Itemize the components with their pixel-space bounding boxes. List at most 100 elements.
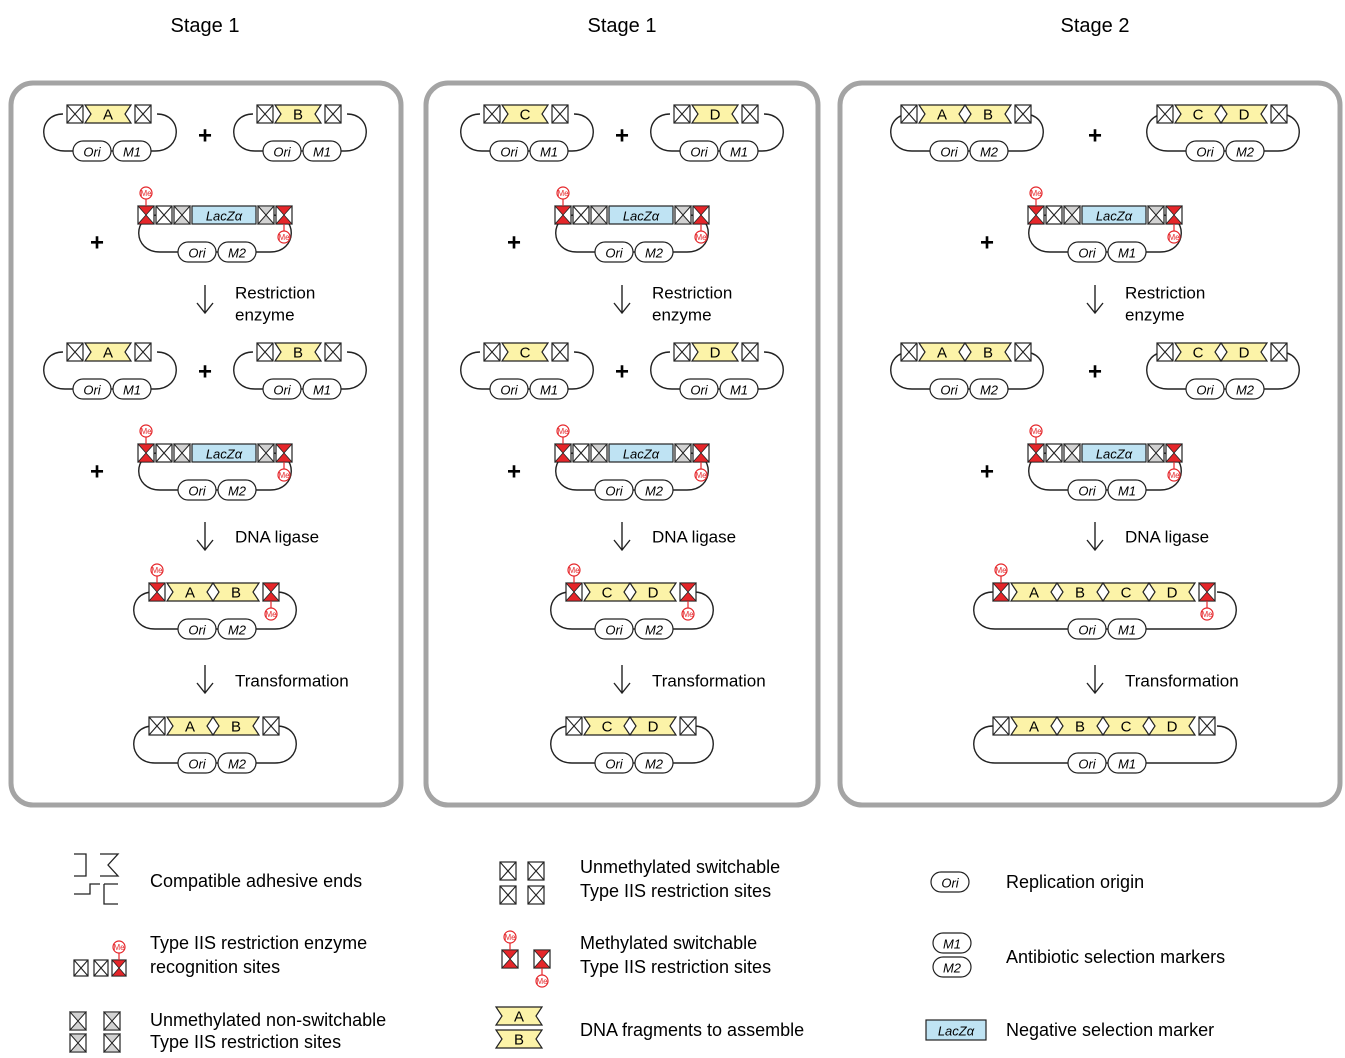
dna-fragment: C: [582, 582, 632, 602]
step-label: Transformation: [652, 672, 766, 691]
marker-label: M1: [943, 937, 961, 952]
dna-fragment: C: [1173, 104, 1223, 124]
marker-label: Ori: [500, 383, 518, 398]
marker-pill: M2: [217, 241, 257, 263]
marker-label: M2: [943, 961, 962, 976]
non-switchable-site: [1062, 443, 1082, 463]
fragment-label: B: [983, 345, 993, 362]
marker-pill: M1: [112, 140, 152, 162]
marker-pill: M2: [1225, 378, 1265, 400]
methyl-icon: [1200, 607, 1214, 621]
methyl-icon: [503, 930, 517, 944]
non-switchable-site: [589, 443, 609, 463]
methyl-label: Me: [557, 427, 569, 436]
legend-text: Type IIS restriction enzyme: [150, 933, 367, 953]
fragment-label: A: [1029, 719, 1039, 736]
site-cross: [148, 716, 166, 736]
dna-fragment: A: [917, 104, 967, 124]
dna-fragment: A: [1009, 582, 1059, 602]
dna-fragment: D: [628, 716, 678, 736]
marker-pill: M2: [1225, 140, 1265, 162]
dna-fragment: A: [83, 342, 133, 362]
dna-fragment: B: [273, 342, 323, 362]
marker-label: M2: [645, 246, 664, 261]
marker-label: M2: [228, 484, 247, 499]
marker-label: M2: [228, 246, 247, 261]
fragment-label: D: [1167, 585, 1178, 602]
site-cross: [527, 885, 545, 905]
fragment-label: C: [1121, 585, 1132, 602]
legend-text: Replication origin: [1006, 872, 1144, 892]
site-cross: [551, 104, 569, 124]
fragment-label: D: [710, 107, 721, 124]
ori-pill: Ori: [262, 378, 302, 400]
ori-pill: Ori: [1067, 752, 1107, 774]
arrow-down-icon: [196, 285, 214, 315]
marker-label: Ori: [940, 145, 958, 160]
dna-fragment: C: [582, 716, 632, 736]
marker-label: M2: [1236, 383, 1255, 398]
methyl-icon: [535, 974, 549, 988]
marker-pill: M1: [302, 140, 342, 162]
dna-fragment: A: [494, 1006, 544, 1026]
fragment-label: C: [520, 107, 531, 124]
adhesive-ends-icon: [74, 853, 120, 905]
marker-pill: M1: [1107, 618, 1147, 640]
dna-fragment: C: [500, 342, 550, 362]
marker-pill: M2: [634, 479, 674, 501]
dna-fragment: D: [628, 582, 678, 602]
lacz-legend-label: LacZα: [938, 1024, 975, 1039]
methylated-site: Me: [992, 563, 1010, 602]
non-switchable-site: [68, 1033, 88, 1053]
dna-fragment: A: [1009, 716, 1059, 736]
methylated-site: Me: [275, 205, 293, 244]
marker-pill: M1: [1107, 241, 1147, 263]
marker-label: M1: [1118, 484, 1136, 499]
methylated-site: Me: [554, 424, 572, 463]
fragment-label: A: [185, 585, 195, 602]
ori-pill: Ori: [1067, 241, 1107, 263]
marker-label: Ori: [1196, 383, 1214, 398]
ori-pill: Ori: [177, 241, 217, 263]
methyl-icon: [994, 563, 1008, 577]
non-switchable-site: [172, 443, 192, 463]
lacz-marker: LacZα: [1081, 205, 1147, 225]
arrow-down-icon: [196, 665, 214, 695]
methylated-site: Me: [1027, 186, 1045, 225]
ori-pill: Ori: [177, 618, 217, 640]
methyl-label: Me: [1030, 427, 1042, 436]
marker-label: M1: [313, 145, 331, 160]
marker-label: Ori: [188, 757, 206, 772]
fragment-label: D: [1239, 345, 1250, 362]
plus-sign: +: [507, 230, 521, 257]
methyl-label: Me: [695, 233, 707, 242]
site-cross: [499, 885, 517, 905]
methyl-label: Me: [695, 471, 707, 480]
legend-text: Methylated switchable: [580, 933, 757, 953]
fragment-label: B: [231, 719, 241, 736]
ori-pill: Ori: [262, 140, 302, 162]
ori-pill: Ori: [594, 479, 634, 501]
site-cross: [900, 342, 918, 362]
dna-fragment: B: [963, 342, 1013, 362]
fragment-label: D: [1167, 719, 1178, 736]
fragment-label: A: [937, 107, 947, 124]
step-label: Transformation: [1125, 672, 1239, 691]
dna-fragment: D: [690, 104, 740, 124]
fragment-label: A: [103, 107, 113, 124]
ori-pill: Ori: [1067, 618, 1107, 640]
negative-marker-icon: LacZα: [925, 1019, 987, 1041]
ori-pill: Ori: [1185, 140, 1225, 162]
site-cross: [1045, 205, 1063, 225]
methylated-site: Me: [692, 205, 710, 244]
